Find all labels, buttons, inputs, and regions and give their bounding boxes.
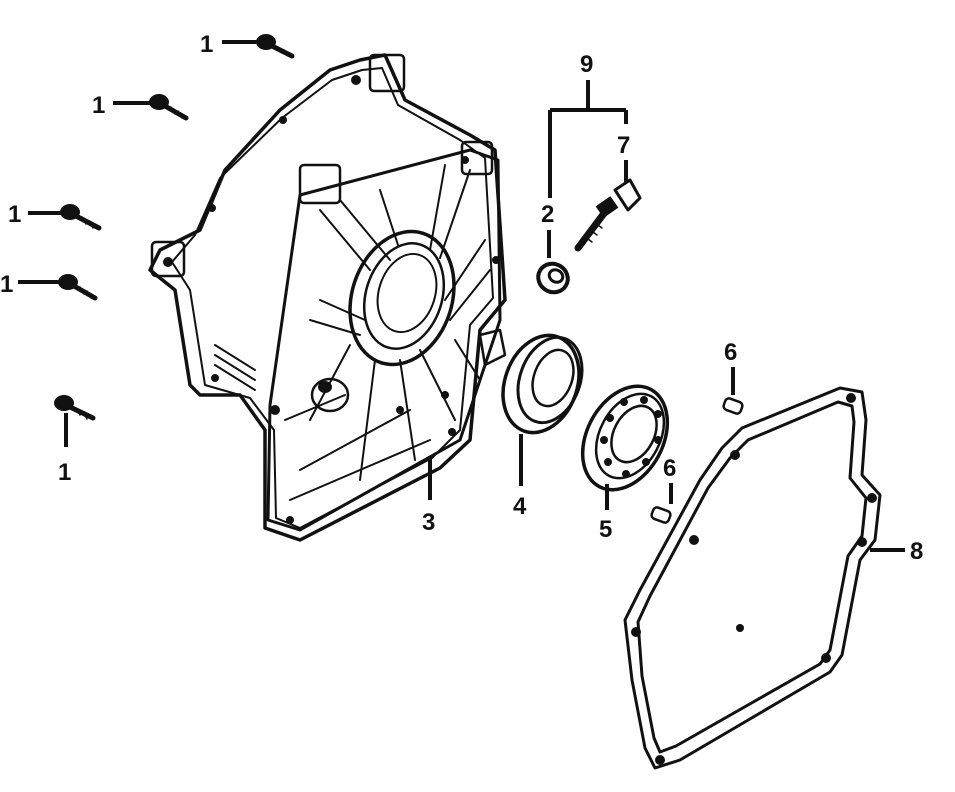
- callout-bolt-7: 7: [617, 132, 630, 159]
- leader-lines: [18, 40, 905, 552]
- flange-bolt-1d: [58, 274, 98, 301]
- dowel-pin-upper: [722, 397, 744, 415]
- callout-bolt-1d: 1: [0, 271, 13, 298]
- callout-oil-seal-2: 2: [541, 201, 554, 228]
- cover-gasket: [623, 386, 882, 770]
- crankcase-cover: [148, 53, 507, 542]
- callout-dowel-6a: 6: [724, 339, 737, 366]
- callout-bearing-5: 5: [599, 516, 612, 543]
- callout-labels: 1 1 1 1 1 9 7 2 3 4 5 6 6 8: [0, 31, 923, 565]
- callout-oil-seal-4: 4: [513, 493, 527, 520]
- drain-bolt: [574, 178, 642, 252]
- flange-bolt-1b: [149, 94, 189, 121]
- callout-bolt-1e: 1: [58, 459, 71, 486]
- callout-case-cover-3: 3: [422, 509, 435, 536]
- dowel-pin-lower: [650, 506, 672, 524]
- callout-dowel-6b: 6: [663, 455, 676, 482]
- callout-bolt-1a: 1: [200, 31, 213, 58]
- flange-bolt-1a: [256, 34, 295, 59]
- callout-gasket-8: 8: [910, 538, 923, 565]
- callout-bolt-1c: 1: [8, 201, 21, 228]
- small-oil-seal: [536, 261, 570, 295]
- flange-bolt-1e: [54, 395, 96, 421]
- callout-bolt-1b: 1: [92, 92, 105, 119]
- flange-bolt-1c: [60, 204, 102, 231]
- ball-bearing: [580, 384, 670, 492]
- large-oil-seal: [501, 333, 584, 435]
- callout-assembly-9: 9: [580, 51, 593, 78]
